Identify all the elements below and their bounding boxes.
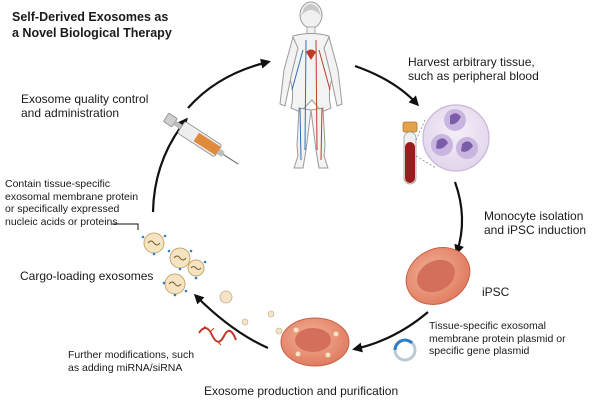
ipsc-label: iPSC bbox=[482, 285, 510, 299]
quality-label: Exosome quality control and administrati… bbox=[21, 92, 149, 121]
plasmid-icon bbox=[393, 338, 417, 362]
arrow-to-body bbox=[187, 58, 271, 109]
title-line-1: Self-Derived Exosomes as bbox=[12, 10, 169, 24]
modifications-label: Further modifications, such as adding mi… bbox=[68, 349, 195, 374]
monocyte-label: Monocyte isolation and iPSC induction bbox=[484, 209, 587, 238]
contain-label: Contain tissue-specific exosomal membran… bbox=[5, 178, 139, 228]
exosome-large-1 bbox=[143, 232, 165, 254]
syringe-icon bbox=[163, 113, 239, 165]
production-label: Exosome production and purification bbox=[204, 384, 399, 398]
diagram-title: Self-Derived Exosomes as a Novel Biologi… bbox=[12, 9, 172, 42]
exosome-icon bbox=[141, 232, 233, 304]
rna-strand-icon bbox=[198, 325, 237, 346]
blood-tube-icon bbox=[402, 121, 418, 185]
plasmid-label: Tissue-specific exosomal membrane protei… bbox=[429, 320, 566, 358]
note-bracket bbox=[112, 223, 139, 230]
exosome-large-2 bbox=[169, 247, 191, 269]
arrow-to-monocyte bbox=[453, 181, 464, 255]
ipsc-cell-icon bbox=[405, 247, 471, 305]
arrow-to-cargo bbox=[193, 293, 269, 350]
title-line-2: a Novel Biological Therapy bbox=[12, 26, 172, 41]
cargo-label: Cargo-loading exosomes bbox=[20, 269, 154, 283]
arrow-to-harvest bbox=[354, 64, 420, 107]
cycle-arrows bbox=[151, 58, 464, 353]
harvest-label: Harvest arbitrary tissue, such as periph… bbox=[408, 55, 539, 84]
arrow-to-production bbox=[352, 311, 429, 353]
exosome-small-1 bbox=[219, 290, 233, 304]
monocyte-cells-icon bbox=[415, 104, 490, 172]
exosome-large-3 bbox=[164, 273, 186, 295]
human-body-icon bbox=[279, 1, 343, 169]
exosome-large-4 bbox=[187, 259, 205, 277]
producing-cell-icon bbox=[241, 310, 350, 367]
